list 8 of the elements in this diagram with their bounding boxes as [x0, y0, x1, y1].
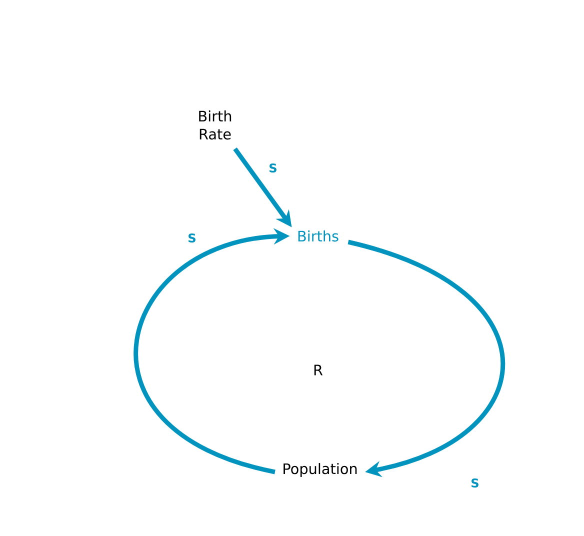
node-label: Births [298, 230, 338, 242]
edge-label: S [186, 232, 198, 244]
edge-label: S [268, 162, 278, 174]
loop-label: R [314, 364, 323, 376]
edge-label: S [470, 477, 480, 489]
node-label: Birth Rate [199, 110, 232, 140]
arrow [348, 240, 506, 478]
node-label: Population [284, 463, 357, 477]
